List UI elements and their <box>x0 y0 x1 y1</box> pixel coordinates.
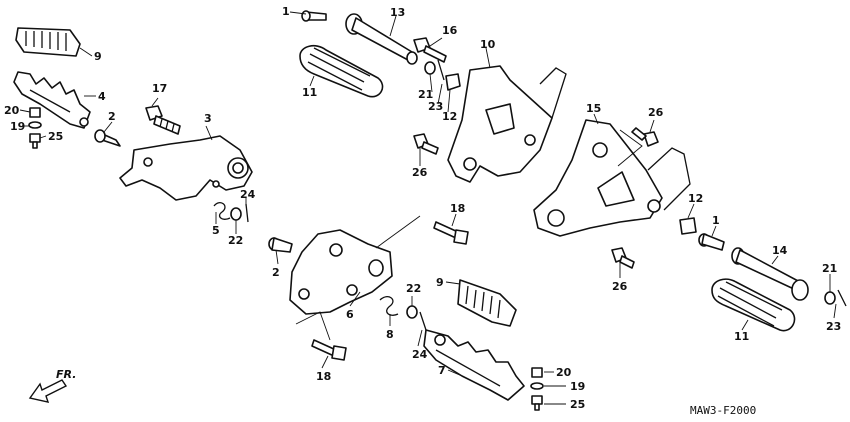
label-part-11: 11 <box>302 86 317 99</box>
label-part-11-right: 11 <box>734 330 749 343</box>
label-part-25-bottom: 25 <box>570 398 585 411</box>
diagram-code: MAW3-F2000 <box>690 404 756 417</box>
label-part-26-right-top: 26 <box>648 106 664 119</box>
bolt-26-right-top <box>631 127 659 147</box>
label-part-26: 26 <box>412 166 428 179</box>
spring-8-washer-22-cotter-24-bottom <box>379 296 427 331</box>
pivot-shaft-13 <box>345 13 418 65</box>
bolt-26-right-bottom <box>611 247 635 269</box>
pivot-shaft-14 <box>731 247 809 301</box>
label-part-7: 7 <box>438 364 446 377</box>
label-part-2-bottom: 2 <box>272 266 280 279</box>
callout-labels: 1 13 16 10 11 21 23 12 26 9 4 20 19 25 1… <box>4 5 841 411</box>
small-parts-20-19-25-bottom <box>530 367 544 411</box>
label-part-22: 22 <box>228 234 243 247</box>
spring-5-washer-22-cotter-24 <box>213 202 249 223</box>
direction-label: FR. <box>56 368 76 381</box>
label-part-1-right: 1 <box>712 214 720 227</box>
bolt-17 <box>145 105 181 135</box>
washer-21-clip-23-right <box>824 289 847 307</box>
label-part-24: 24 <box>240 188 256 201</box>
label-part-23: 23 <box>428 100 443 113</box>
label-part-26-right-bottom: 26 <box>612 280 628 293</box>
label-part-23-right: 23 <box>826 320 841 333</box>
label-part-25: 25 <box>48 130 63 143</box>
label-part-17: 17 <box>152 82 167 95</box>
arrow-icon <box>28 379 68 403</box>
footpeg-rubber-9-bottom <box>457 279 517 327</box>
bracket-15 <box>533 119 691 237</box>
pin-2-left <box>94 129 121 147</box>
label-part-18-bottom: 18 <box>316 370 331 383</box>
label-part-18-top: 18 <box>450 202 465 215</box>
label-part-16: 16 <box>442 24 458 37</box>
label-part-19-bottom: 19 <box>570 380 585 393</box>
pin-1-right <box>698 233 725 251</box>
footpeg-7-bottom <box>423 329 525 401</box>
label-part-9: 9 <box>94 50 102 63</box>
label-part-20: 20 <box>4 104 20 117</box>
label-part-12-right: 12 <box>688 192 703 205</box>
label-part-8: 8 <box>386 328 394 341</box>
label-part-15: 15 <box>586 102 601 115</box>
pin-2-bottom <box>268 237 293 253</box>
label-part-21: 21 <box>418 88 433 101</box>
bolt-18-bottom <box>311 339 347 361</box>
footpeg-left <box>13 71 91 129</box>
label-part-12: 12 <box>442 110 457 123</box>
label-part-10: 10 <box>480 38 496 51</box>
label-part-4: 4 <box>98 90 106 103</box>
label-part-22-bottom: 22 <box>406 282 421 295</box>
bracket-6 <box>289 229 393 315</box>
leader-lines <box>19 11 837 405</box>
label-part-19: 19 <box>10 120 25 133</box>
bolt-26-center <box>413 133 439 155</box>
footpeg-rubber-top-left <box>15 27 81 57</box>
bracket-3 <box>119 135 253 201</box>
label-part-2: 2 <box>108 110 116 123</box>
footpeg-grip-11-top <box>299 44 384 98</box>
bolt-16 <box>413 37 447 63</box>
label-part-9-bottom: 9 <box>436 276 444 289</box>
bracket-10 <box>447 65 567 183</box>
label-part-14: 14 <box>772 244 788 257</box>
label-part-13: 13 <box>390 6 405 19</box>
label-part-6: 6 <box>346 308 354 321</box>
label-part-24-bottom: 24 <box>412 348 428 361</box>
label-part-3: 3 <box>204 112 212 125</box>
label-part-21-right: 21 <box>822 262 837 275</box>
pin-1-top <box>301 10 327 22</box>
footpeg-grip-11-right <box>711 278 796 332</box>
label-part-1: 1 <box>282 5 290 18</box>
small-parts-20-19-25-left <box>28 107 42 149</box>
collar-12-right <box>679 217 697 235</box>
label-part-5: 5 <box>212 224 220 237</box>
bolt-18-top <box>433 221 469 245</box>
front-direction-arrow: FR. <box>28 368 76 403</box>
label-part-20-bottom: 20 <box>556 366 572 379</box>
